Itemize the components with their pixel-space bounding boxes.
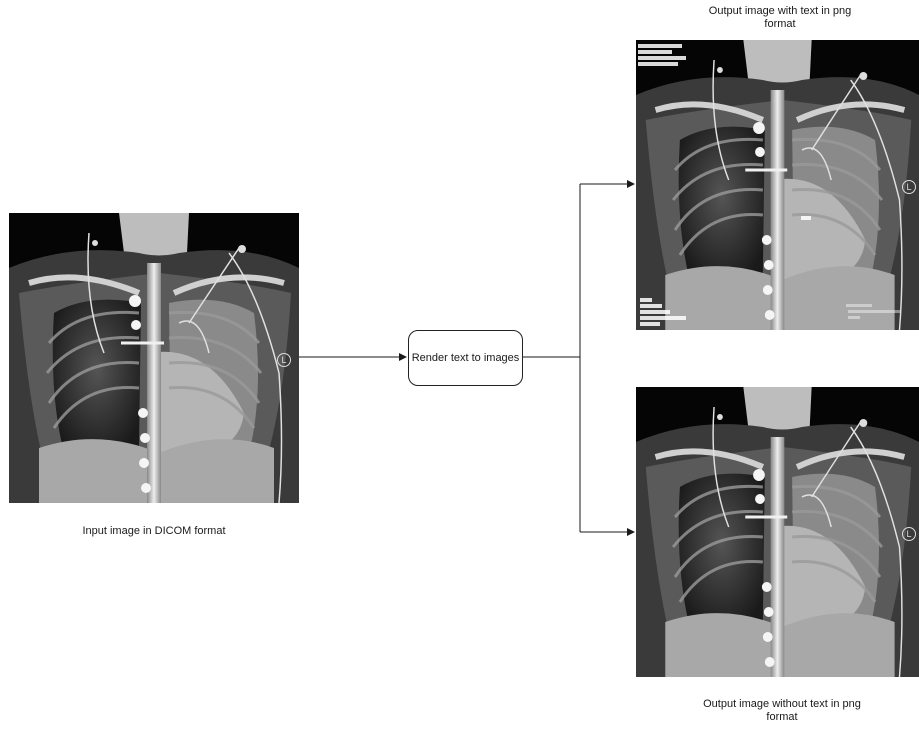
annotation-overlay-bottom-left — [640, 310, 670, 314]
annotation-overlay-top-left — [638, 56, 686, 60]
annotation-overlay-bottom-left — [640, 322, 660, 326]
annotation-overlay-top-left — [638, 50, 672, 54]
annotation-overlay-top-left — [638, 44, 682, 48]
annotation-overlay-bottom-right — [848, 310, 900, 313]
output-image-without-text: L — [636, 387, 919, 677]
output-with-text-caption: Output image with text in png format — [700, 5, 860, 31]
output-image-with-text: L — [636, 40, 919, 330]
chest-xray-picture — [636, 387, 919, 677]
annotation-overlay-center — [801, 216, 811, 220]
annotation-overlay-bottom-right — [848, 316, 860, 319]
laterality-marker: L — [902, 527, 916, 541]
annotation-overlay-top-left — [638, 62, 678, 66]
chest-xray-picture — [636, 40, 919, 330]
annotation-overlay-bottom-left — [640, 316, 686, 320]
annotation-overlay-bottom-right — [846, 304, 872, 307]
output-without-text-caption: Output image without text in png format — [703, 698, 861, 724]
annotation-overlay-bottom-left — [640, 304, 662, 308]
laterality-marker: L — [902, 180, 916, 194]
annotation-overlay-bottom-left — [640, 298, 652, 302]
